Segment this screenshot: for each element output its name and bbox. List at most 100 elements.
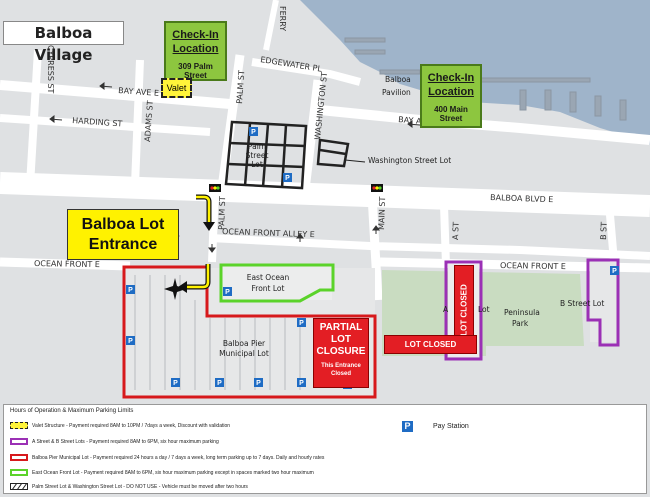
legend-text: Balboa Pier Municipal Lot - Payment requ… <box>32 454 325 461</box>
check-in-address: 309 Palm Street <box>178 62 213 80</box>
label-peninsula-park-1: Peninsula <box>504 308 540 317</box>
street-label-adams: ADAMS ST <box>143 100 155 142</box>
entrance-star-lot <box>164 278 186 300</box>
pay-station-icon: P <box>402 421 413 432</box>
palm-street-lot-hatch <box>224 120 308 190</box>
valet-structure-marker: Valet <box>161 78 192 98</box>
svg-text:P: P <box>173 380 178 387</box>
pay-station-icon: P <box>283 173 292 182</box>
svg-text:P: P <box>612 268 617 275</box>
traffic-light-palm <box>209 184 221 192</box>
label-east-ocean-front-lot: East Ocean <box>247 273 290 282</box>
pay-station-icons: P P P P P P P P P P P P <box>126 127 619 389</box>
legend-item: A Street & B Street Lots - Payment requi… <box>10 436 219 447</box>
entrance-route-arrow-inner <box>196 195 211 222</box>
street-label-harding: HARDING ST <box>72 116 123 128</box>
label-washington-street-lot: Washington Street Lot <box>368 156 451 165</box>
legend-item: Palm Street Lot & Washington Street Lot … <box>10 481 248 492</box>
balboa-lot-entrance-sign: Balboa Lot Entrance <box>67 209 179 260</box>
marina-docks <box>344 37 627 121</box>
street-label-palm: PALM ST <box>235 70 246 104</box>
pay-station-icon: P <box>249 127 258 136</box>
check-in-address: 400 Main Street <box>434 105 468 123</box>
pay-station-icon: P <box>297 378 306 387</box>
traffic-light-main <box>371 184 383 192</box>
partial-lot-closure-sign: PARTIAL LOT CLOSURE This Entrance Closed <box>313 318 369 388</box>
entrance-arrowhead-1 <box>203 222 215 231</box>
label-a-street-lot: Lot <box>478 305 490 314</box>
pay-station-label: Pay Station <box>433 423 469 430</box>
partial-closure-subtext: This Entrance Closed <box>321 363 361 377</box>
east-ocean-front-lot-outline <box>219 263 335 303</box>
pay-station-icon: P <box>126 336 135 345</box>
svg-text:P: P <box>251 129 256 136</box>
svg-text:P: P <box>299 380 304 387</box>
check-in-heading: Check-In Location <box>427 72 475 98</box>
label-balboa-pier-lot: Balboa Pier <box>223 339 266 348</box>
pay-station-icon: P <box>297 318 306 327</box>
lot-closed-sign-horizontal: LOT CLOSED <box>384 335 477 354</box>
b-street-lot-outline <box>586 258 620 347</box>
label-a-street: A <box>443 305 449 314</box>
pay-station-icon: P <box>215 378 224 387</box>
map-legend: Hours of Operation & Maximum Parking Lim… <box>3 404 647 494</box>
lot-entry-arrow-inner <box>186 264 210 289</box>
street-label-balboa-blvd: BALBOA BLVD E <box>490 193 554 204</box>
legend-swatch-pier-lot <box>10 454 28 461</box>
street-label-a: A ST <box>451 222 461 240</box>
b-street-lot-fill <box>590 262 618 342</box>
legend-pay-station: P Pay Station <box>402 421 469 432</box>
legend-text: East Ocean Front Lot - Payment required … <box>32 469 314 476</box>
street-label-b: B ST <box>599 222 609 240</box>
partial-closure-heading: PARTIAL LOT CLOSURE <box>316 322 366 357</box>
check-in-main-street: Check-In Location 400 Main Street <box>420 64 482 128</box>
label-palm-street-lot-3: Lot <box>251 160 263 169</box>
svg-text:P: P <box>128 338 133 345</box>
legend-item: East Ocean Front Lot - Payment required … <box>10 467 314 478</box>
legend-item: Valet Structure - Payment required 8AM t… <box>10 420 230 431</box>
legend-item: Balboa Pier Municipal Lot - Payment requ… <box>10 452 324 463</box>
legend-swatch-valet <box>10 422 28 429</box>
pay-station-icon: P <box>254 378 263 387</box>
label-balboa-pavilion-1: Balboa <box>385 75 411 84</box>
washington-lot-pointer <box>344 159 366 163</box>
washington-street-lot-hatch <box>316 138 350 168</box>
legend-swatch-ab-lots <box>10 438 28 445</box>
label-palm-street-lot: Palm <box>248 142 266 151</box>
label-east-ocean-front-lot-2: Front Lot <box>252 284 285 293</box>
label-palm-street-lot-2: Street <box>246 151 269 160</box>
street-label-ocean-front-alley: OCEAN FRONT ALLEY E <box>222 227 315 239</box>
east-ocean-front-lot-fill <box>222 266 332 300</box>
label-peninsula-park-2: Park <box>512 319 529 328</box>
traffic-arrows <box>49 82 421 253</box>
street-label-cypress: CYPRESS ST <box>46 45 55 94</box>
svg-text:P: P <box>225 289 230 296</box>
label-b-street-lot: B Street Lot <box>560 299 604 308</box>
pay-station-icon: P <box>171 378 180 387</box>
a-street-lot-outline <box>444 260 483 361</box>
svg-text:P: P <box>128 287 133 294</box>
street-label-ferry: FERRY <box>278 6 287 31</box>
street-label-ocean-front-west: OCEAN FRONT E <box>34 259 100 269</box>
pay-station-icon: P <box>126 285 135 294</box>
map-title: Balboa Village <box>3 21 124 64</box>
street-label-palm-lower: PALM ST <box>217 196 227 230</box>
balboa-pier-lot-stalls <box>134 275 301 390</box>
check-in-heading: Check-In Location <box>172 29 219 55</box>
legend-swatch-hatched-lots <box>10 483 28 490</box>
peninsula-park-area <box>382 270 584 356</box>
legend-swatch-east-ocean-lot <box>10 469 28 476</box>
legend-title: Hours of Operation & Maximum Parking Lim… <box>10 408 134 414</box>
legend-text: Valet Structure - Payment required 8AM t… <box>32 422 231 429</box>
street-label-bay-ave-west: BAY AVE E <box>118 86 159 98</box>
legend-text: Palm Street Lot & Washington Street Lot … <box>32 483 248 490</box>
entrance-arrowhead-2 <box>178 281 187 293</box>
street-label-ocean-front-east: OCEAN FRONT E <box>500 261 566 271</box>
svg-text:P: P <box>285 175 290 182</box>
pay-station-icon: P <box>223 287 232 296</box>
lot-closed-label: LOT CLOSED <box>459 283 469 336</box>
label-balboa-pavilion-2: Pavilion <box>382 88 411 97</box>
legend-text: A Street & B Street Lots - Payment requi… <box>32 438 219 445</box>
svg-text:P: P <box>217 380 222 387</box>
street-label-main: MAIN ST <box>377 196 387 230</box>
